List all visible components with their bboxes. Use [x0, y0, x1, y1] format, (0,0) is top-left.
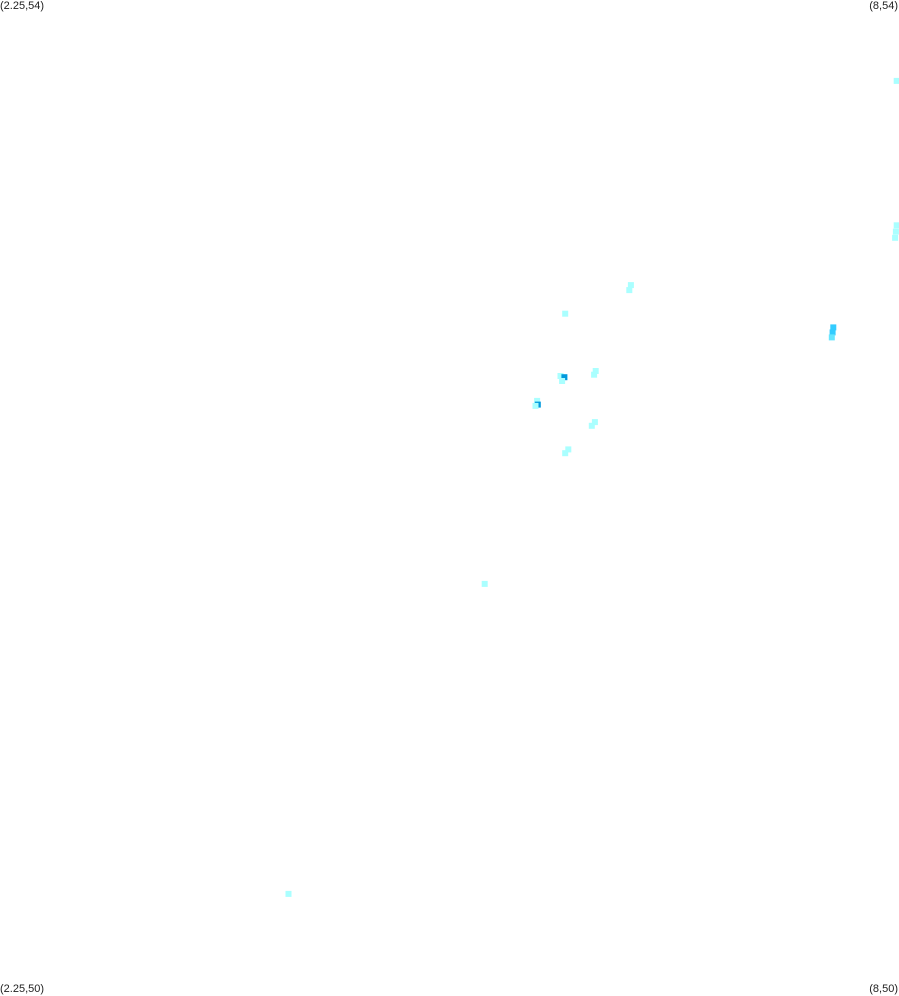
density-cluster — [591, 368, 599, 378]
density-cell — [592, 368, 599, 374]
density-cell — [893, 77, 899, 84]
density-cell — [830, 324, 837, 331]
density-cluster — [562, 446, 572, 457]
density-cluster — [893, 77, 899, 84]
density-cell — [285, 890, 292, 897]
density-cell — [829, 329, 836, 336]
density-cluster — [626, 282, 634, 294]
density-cell — [588, 422, 595, 429]
density-cell — [591, 371, 598, 378]
corner-label-bottom-left: (2.25,50) — [0, 983, 45, 995]
density-cell — [626, 287, 633, 294]
density-cell — [561, 374, 568, 381]
density-cell — [627, 282, 634, 289]
density-cell — [534, 397, 541, 404]
density-cell — [559, 378, 566, 384]
density-cell — [565, 446, 572, 453]
density-cell — [562, 310, 569, 317]
density-cell — [828, 334, 835, 341]
density-cluster — [532, 397, 541, 409]
density-cell — [532, 402, 539, 409]
density-cell — [557, 373, 564, 379]
density-cell — [562, 450, 569, 457]
density-cluster — [557, 373, 568, 384]
density-cells-layer — [285, 77, 899, 897]
density-cell — [892, 234, 899, 241]
corner-label-top-left: (2.25,54) — [0, 0, 45, 12]
corner-label-top-right: (8,54) — [869, 0, 898, 12]
density-cluster — [828, 324, 837, 341]
density-cell — [892, 228, 899, 235]
density-cluster — [588, 419, 598, 429]
density-cluster — [481, 580, 488, 587]
density-cell — [591, 419, 598, 426]
density-cluster — [285, 890, 292, 897]
density-cluster — [892, 222, 899, 241]
density-cell — [893, 222, 899, 229]
corner-label-bottom-right: (8,50) — [869, 983, 898, 995]
density-cell — [481, 580, 488, 587]
density-cluster — [562, 310, 569, 317]
